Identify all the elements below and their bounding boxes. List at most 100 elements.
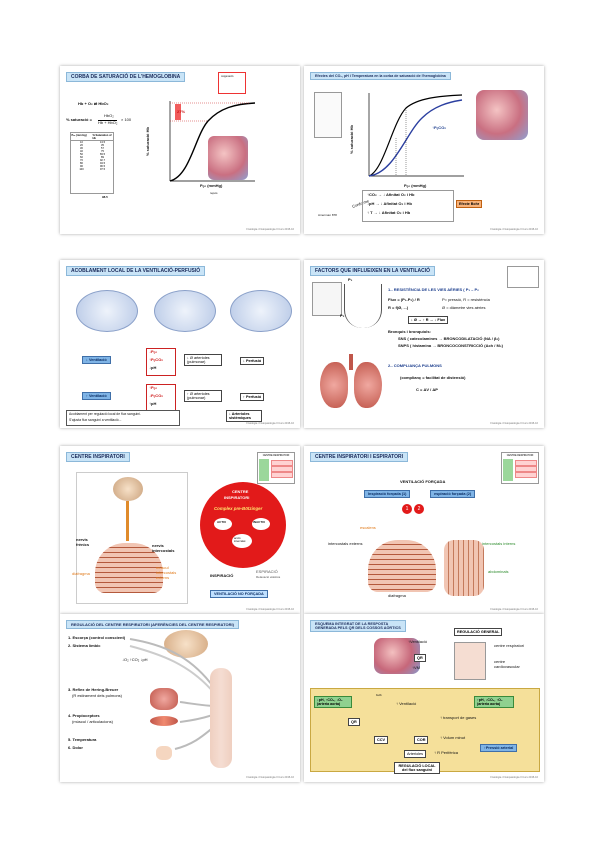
- table-cell: 35: [101, 144, 104, 147]
- credit: Amerman 878: [318, 213, 337, 217]
- marker-value: 98.5: [102, 195, 108, 199]
- saturation-numerator: HbO₂: [104, 113, 114, 118]
- item-4: 4. Propioceptors: [68, 713, 100, 718]
- effects-box: ↑CO₂ → ↓ Afinitat O₂ i Hb ↓pH → ↓ Afinit…: [362, 190, 454, 222]
- x-sub-label: repòs: [210, 191, 218, 195]
- abdomen-illustration: [444, 540, 484, 596]
- bronchi-heading: Bronquis i bronquíols:: [388, 329, 431, 334]
- compliance-note: (complianç = facilitat de distensió): [400, 375, 466, 380]
- tissue-illustration: [208, 136, 248, 180]
- center-circle-2: 2: [414, 504, 424, 514]
- note-box: Acoblament per regulació local de flux s…: [66, 410, 180, 426]
- stimulus-box: ↓pH, ↑CO₂, ↓O₂ (arteria aorta): [314, 696, 352, 708]
- x-axis-label: Pₒ₂ (mmHg): [200, 183, 223, 188]
- expiration-label: ESPIRACIÓ: [256, 569, 278, 574]
- oxigenacio-callout: oxigenació: [218, 72, 246, 94]
- legend-box: CENTRE RESPIRATORI: [257, 452, 295, 484]
- peripheral-resistance: ↑ R Perifèrica: [434, 750, 459, 755]
- saturation-denominator: Hb + HbO₂: [98, 120, 118, 125]
- brain-small: [454, 642, 486, 680]
- table-cell: 70: [80, 159, 83, 162]
- slide-title: ACOBLAMENT LOCAL DE LA VENTILACIÓ-PERFUS…: [66, 266, 206, 276]
- y-axis-label: % saturació Hb: [145, 127, 150, 156]
- table-cell: 97.5: [99, 168, 106, 171]
- r-equation: R = f(Ø, ...): [388, 305, 409, 310]
- table-cell: 90: [80, 165, 83, 168]
- ventilation-mid: ↑ Ventilació: [396, 701, 417, 706]
- snps-line: SNPS ( histamina → BRONCOCONSTRICCIÓ (Ac…: [398, 343, 503, 348]
- intercostal-muscles: múscul intercostals externs: [156, 565, 177, 580]
- table-cell: 75: [101, 150, 104, 153]
- section1-heading: 1.- RESISTÈNCIA DE LES VIES AÈRIES ( P₁ …: [388, 287, 479, 292]
- table-row: 90 96.5: [71, 165, 113, 168]
- general-regulation: REGULACIÓ GENERAL: [454, 628, 503, 636]
- slide-title: FACTORS QUE INFLUEIXEN EN LA VENTILACIÓ: [310, 266, 436, 276]
- slide-title: CENTRE INSPIRATORI I ESPIRATORI: [310, 452, 408, 462]
- saturation-multiplier: × 100: [121, 117, 132, 122]
- table-cell: 96.5: [99, 165, 106, 168]
- section2-heading: 2.- COMPLIANÇA PULMONS: [388, 363, 442, 368]
- hand-small: [156, 746, 172, 760]
- no-forced-ventilation: VENTILACIÓ NO FORÇADA: [210, 590, 268, 598]
- slide-title: ESQUEMA INTEGRAT DE LA RESPOSTA GENERADA…: [310, 620, 406, 632]
- ventilation-top: ↑Ventilació: [408, 639, 428, 644]
- r-note: Ø = diàmetre vies aèries: [442, 305, 486, 310]
- item-3-sub: (R estirament dels pulmons): [72, 693, 123, 698]
- afferent-arrows: [129, 638, 210, 750]
- table-row: 80 94.5: [71, 162, 113, 165]
- bohr-effect-box: Efecte Bohr: [456, 200, 483, 208]
- expiration-sub: Relaxació elàstica: [256, 575, 281, 579]
- table-cell: 50: [80, 153, 83, 156]
- x-axis-label: Pₒ₂ (mmHg): [404, 183, 427, 188]
- chemo-label: ↓O₂ ↑CO₂ ↓pH: [122, 657, 148, 662]
- airway-diagram: [312, 282, 342, 316]
- footer: Fisiologia i Fisiopatologia II Curs 2015…: [490, 776, 538, 779]
- item-2: 2. Sistema límbic: [68, 643, 101, 648]
- diaphragm-label: diafragma: [72, 571, 90, 576]
- footer: Fisiologia i Fisiopatologia II Curs 2015…: [246, 776, 294, 779]
- muscle-small: [150, 716, 178, 726]
- table-cell: 80: [80, 162, 83, 165]
- footer: Fisiologia i Fisiopatologia II Curs 2015…: [246, 422, 294, 425]
- table-cell: 100: [79, 168, 84, 171]
- footer: Fisiologia i Fisiopatologia II Curs 2015…: [246, 608, 294, 611]
- slide-title: Efectes del CO₂, pH i Temperatura en la …: [310, 72, 451, 80]
- forced-ventilation-heading: VENTILACIÓ FORÇADA: [400, 479, 446, 484]
- item-1: 1. Escorça (control conscient): [68, 635, 126, 640]
- systemic-arterioles: ↓ Arterioles sistèmiques: [226, 410, 262, 422]
- slide-2-co2-ph-temp: Efectes del CO₂, pH i Temperatura en la …: [304, 66, 544, 234]
- chain-box: ↓ Ø → ↑ R → ↓ Flux: [408, 316, 449, 324]
- internal-intercostals: intercostals interns: [482, 541, 516, 546]
- slide-4-ventilation-factors: FACTORS QUE INFLUEIXEN EN LA VENTILACIÓ …: [304, 260, 544, 428]
- intercostal-nerves: nervis intercostals: [152, 543, 175, 553]
- qr-mid: QR: [348, 718, 360, 726]
- ccv-box: CCV: [374, 736, 389, 744]
- curve-label: ↑PₒCO₂: [432, 125, 447, 130]
- heart-illustration: [374, 638, 420, 674]
- table-cell: 94.5: [99, 162, 106, 165]
- lungs-small: [150, 688, 178, 710]
- saturation-chart: [169, 101, 256, 182]
- slide-title: CORBA DE SATURACIÓ DE L'HEMOGLOBINA: [66, 72, 186, 82]
- table-cell: 57: [101, 147, 104, 150]
- inspiration-label: INSPIRACIÓ: [210, 573, 234, 578]
- compliance-equation: C = ΔV / ΔP: [416, 387, 438, 392]
- abdominals-label: abdominals: [488, 569, 509, 574]
- arterial-pressure: ↑Pressió arterial: [480, 744, 518, 752]
- scalene-label: escalens: [360, 525, 376, 530]
- table-cell: 10: [80, 141, 83, 144]
- y-axis-label: % saturació Hb: [349, 125, 354, 154]
- footer: Fisiologia i Fisiopatologia II Curs 2015…: [490, 422, 538, 425]
- local-regulation: REGULACIÓ LOCAL del flux sanguini: [394, 762, 440, 774]
- row2-ventilation: ↑ Ventilació: [82, 392, 111, 400]
- table-cell: 89: [101, 156, 104, 159]
- bronchi-illustration: [344, 284, 382, 328]
- alveolus-illustration: [476, 90, 528, 140]
- slide-1-hb-saturation: CORBA DE SATURACIÓ DE L'HEMOGLOBINA Hb +…: [60, 66, 300, 234]
- slide-7-respiratory-center-regulation: REGULACIÓ DEL CENTRE RESPIRATORI (AFERÈN…: [60, 614, 300, 782]
- arterioles-box: Arterioles: [404, 750, 427, 758]
- diaphragm-label: diafragma: [388, 593, 406, 598]
